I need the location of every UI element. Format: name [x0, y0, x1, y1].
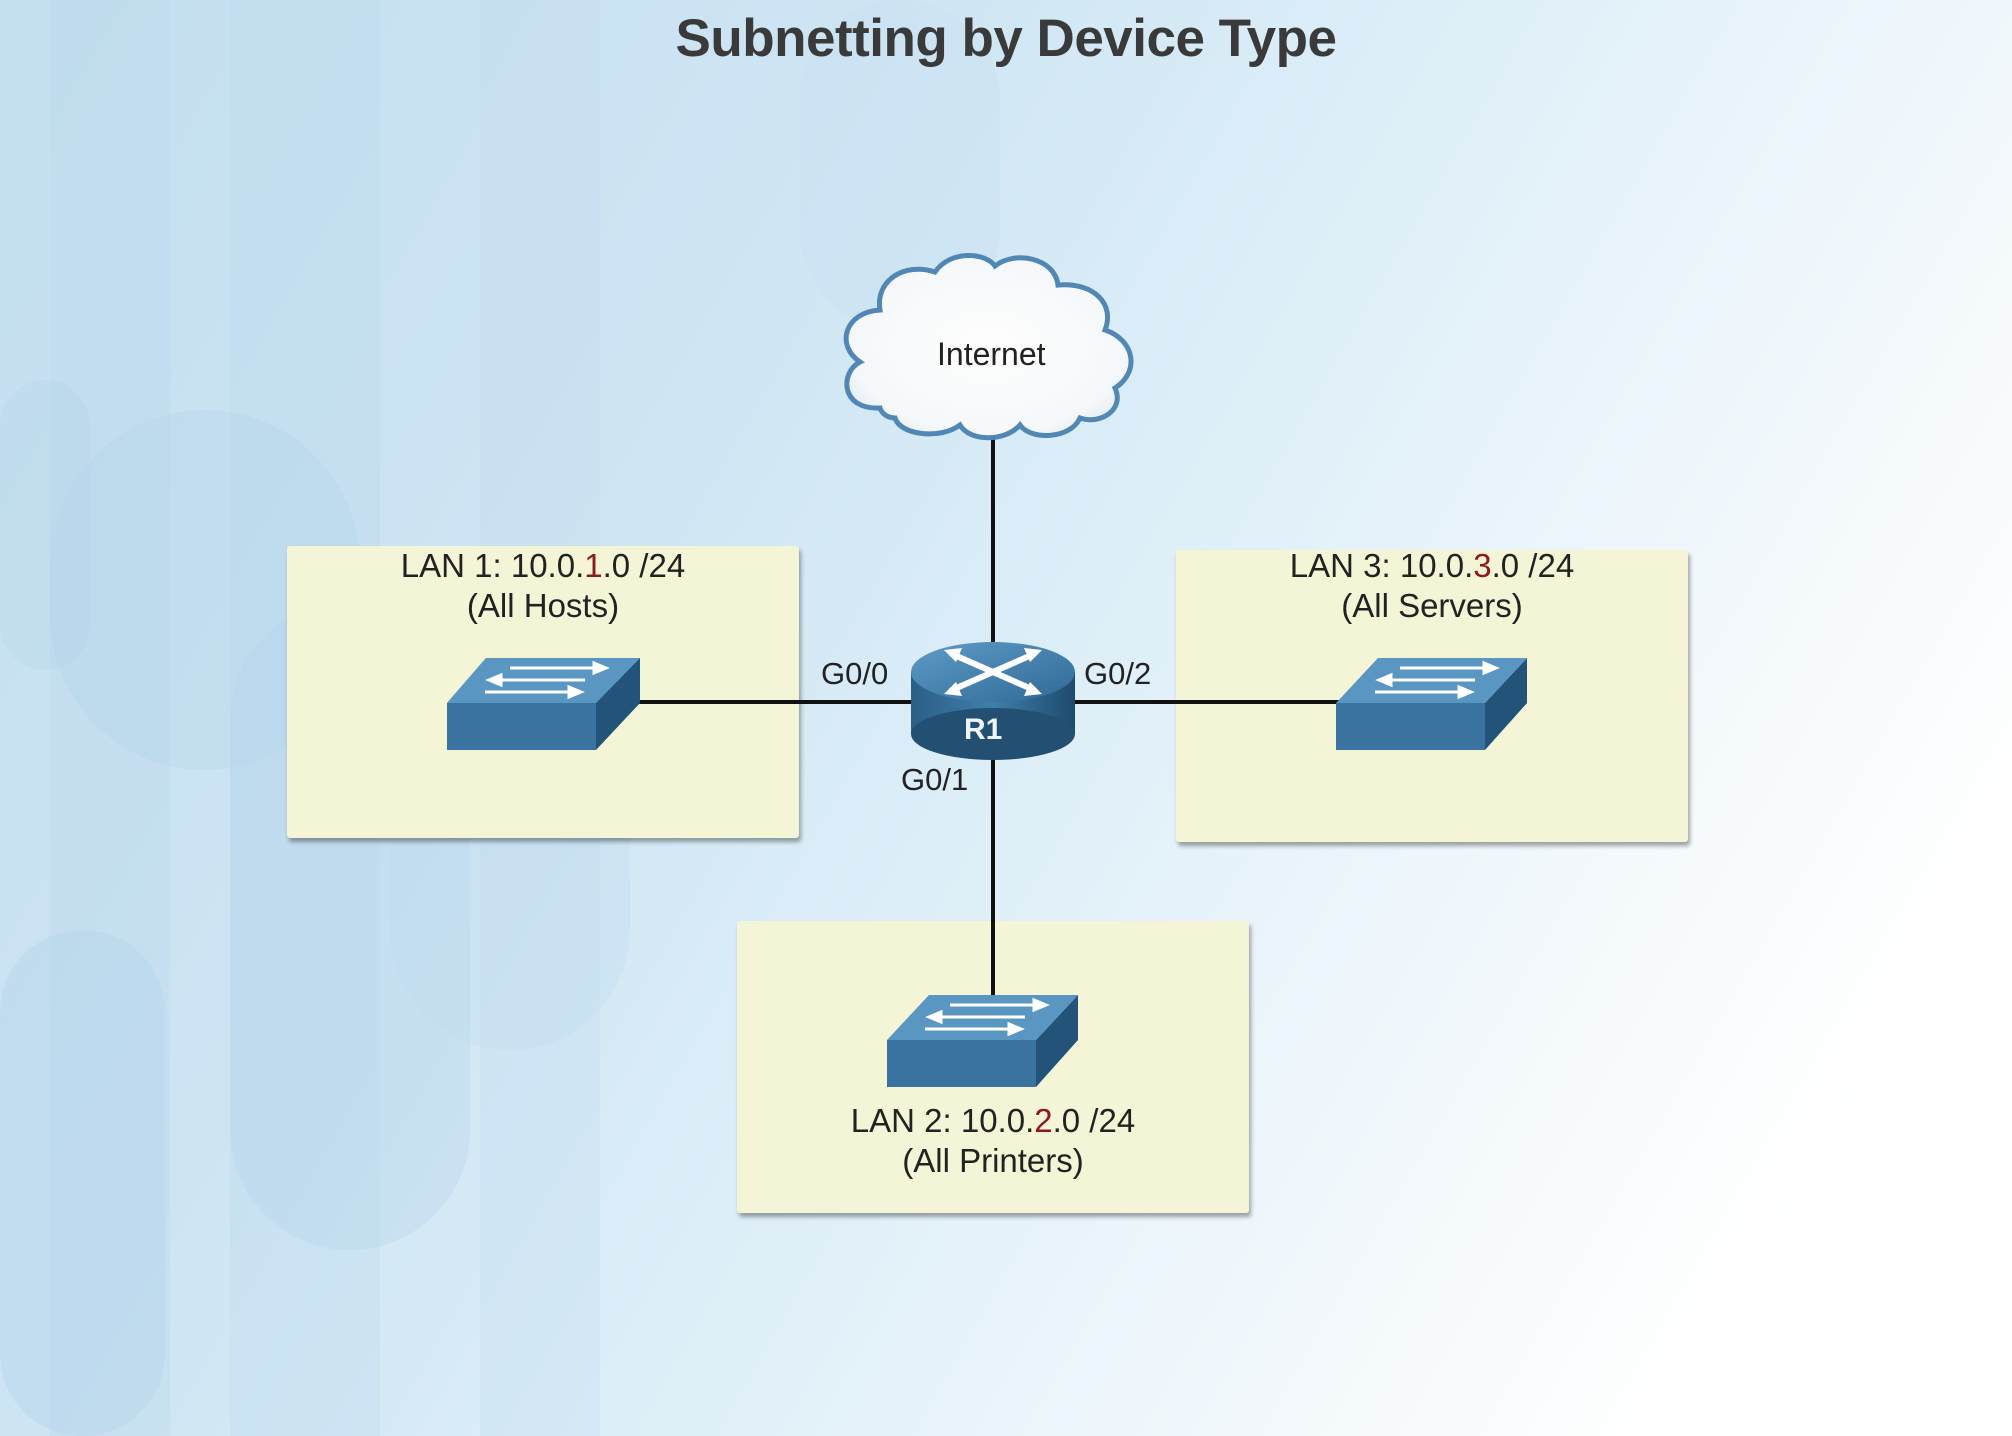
port-g0-1-label: G0/1: [901, 762, 969, 797]
switch-lan3-icon: [1336, 658, 1527, 750]
lan-2-address: LAN 2: 10.0.2.0 /24: [850, 1102, 1136, 1139]
lan-3-description: (All Servers): [1341, 587, 1523, 624]
internet-label: Internet: [937, 336, 1046, 372]
router-label: R1: [964, 713, 1003, 746]
lan-1-address: LAN 1: 10.0.1.0 /24: [400, 547, 686, 584]
lan-1-description: (All Hosts): [466, 587, 620, 624]
internet-cloud-icon: [843, 253, 1134, 441]
router-icon: [911, 642, 1075, 760]
lan-2-description: (All Printers): [902, 1142, 1084, 1179]
diagram-title: Subnetting by Device Type: [675, 9, 1337, 68]
port-g0-0-label: G0/0: [821, 656, 889, 691]
port-g0-2-label: G0/2: [1084, 656, 1152, 691]
lan-3-address: LAN 3: 10.0.3.0 /24: [1289, 547, 1575, 584]
switch-lan1-icon: [447, 658, 640, 750]
switch-lan2-icon: [887, 995, 1078, 1087]
